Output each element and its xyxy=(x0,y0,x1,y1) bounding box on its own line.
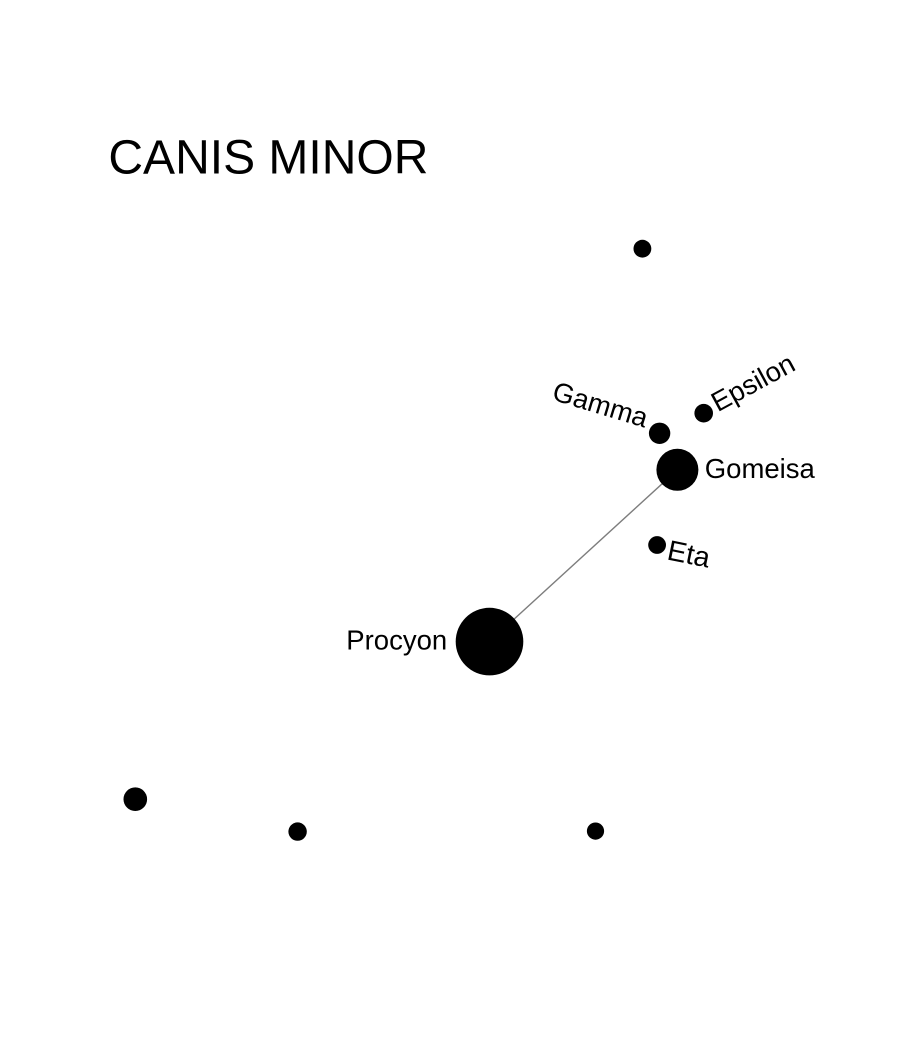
svg-text:Gomeisa: Gomeisa xyxy=(705,453,816,484)
svg-text:Procyon: Procyon xyxy=(346,625,447,656)
svg-text:CANIS MINOR: CANIS MINOR xyxy=(108,132,428,185)
